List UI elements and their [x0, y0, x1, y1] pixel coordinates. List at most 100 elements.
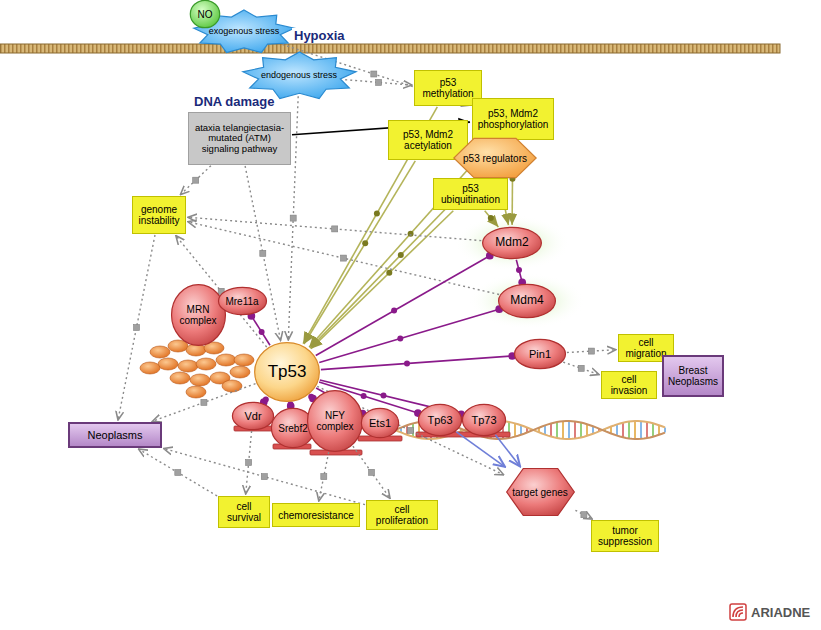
connector-square: [369, 469, 375, 475]
protein-ellipse: MRN complex: [171, 284, 226, 346]
protein-ellipse: Mre11a: [218, 287, 267, 315]
process-box: tumor suppression: [591, 520, 659, 552]
node-label: target genes: [512, 487, 568, 498]
node-label: p53 methylation: [418, 77, 478, 99]
connector: [139, 449, 218, 496]
connector-square: [578, 365, 584, 371]
connector-dot: [386, 270, 392, 276]
stress-star: endogenous stress: [242, 52, 357, 100]
process-box: Neoplasms: [68, 422, 162, 448]
protein-ellipse: Ets1: [361, 408, 399, 438]
process-box: chemoresistance: [272, 503, 360, 527]
connector: [316, 256, 490, 356]
connector: [563, 362, 599, 375]
connector-dot: [408, 231, 414, 237]
connector-square: [175, 470, 181, 476]
process-box: p53, Mdm2 phosphorylation: [472, 98, 554, 140]
connector: [311, 211, 453, 349]
connector: [118, 235, 155, 420]
connector-square: [332, 226, 338, 232]
node-label: cell invasion: [605, 374, 653, 396]
node-label: Tp73: [471, 414, 496, 426]
connector-dot: [263, 396, 269, 402]
connector-square: [290, 215, 296, 221]
pathway-heading: Hypoxia: [292, 28, 347, 43]
process-box: genome instability: [132, 196, 186, 234]
node-label: cell survival: [222, 501, 266, 523]
process-box: cell proliferation: [366, 500, 438, 530]
node-label: Breast Neoplasms: [667, 365, 719, 387]
connector: [319, 452, 329, 501]
connector-square: [201, 399, 207, 405]
connector: [353, 446, 390, 498]
connector-dot: [374, 210, 380, 216]
connector-square: [134, 325, 140, 331]
node-label: exogenous stress: [209, 27, 280, 37]
connector: [345, 80, 412, 85]
node-label: p53 regulators: [463, 153, 527, 164]
protein-circle: NO: [190, 0, 220, 28]
connector-dot: [404, 361, 410, 367]
connector: [575, 510, 592, 519]
connector: [188, 217, 481, 240]
connector-dot: [362, 240, 368, 246]
connector-square: [588, 348, 594, 354]
ribosome-cluster: [140, 340, 254, 398]
node-label: Tp63: [427, 414, 452, 426]
connector-square: [321, 474, 327, 480]
connector: [180, 166, 211, 195]
connector-dot: [398, 252, 404, 258]
protein-circle: Tp53: [254, 342, 320, 402]
connector-square: [581, 512, 587, 518]
process-box: cell invasion: [601, 371, 657, 399]
connector-dot: [381, 393, 387, 399]
connector-square: [376, 79, 382, 85]
connector-dot: [397, 336, 403, 342]
node-label: Mdm4: [510, 294, 543, 307]
protein-ellipse: Mdm2: [482, 227, 542, 259]
connector-dot: [391, 308, 397, 314]
protein-ellipse: Tp73: [462, 404, 506, 436]
node-label: Mre11a: [225, 296, 258, 307]
connector-square: [261, 474, 267, 480]
connector-dot: [516, 267, 522, 273]
node-label: Srebf2: [278, 423, 307, 434]
process-box: p53 ubiquitination: [433, 178, 508, 210]
node-label: p53, Mdm2 acetylation: [392, 129, 464, 151]
ariadne-logo: [730, 604, 746, 620]
connector: [516, 260, 522, 283]
connector: [321, 356, 512, 370]
connector-dot: [361, 393, 367, 399]
process-box: ataxia telangiectasia-mutated (ATM) sign…: [188, 112, 291, 165]
connector: [246, 431, 252, 494]
protein-ellipse: Pin1: [514, 339, 566, 369]
watermark: ARIADNE: [749, 605, 812, 620]
connector-dot: [288, 401, 294, 407]
node-label: Tp53: [268, 363, 307, 382]
node-label: p53, Mdm2 phosphorylation: [476, 108, 550, 130]
node-label: chemoresistance: [278, 510, 354, 521]
connector: [485, 211, 499, 227]
node-label: Pin1: [529, 348, 551, 360]
node-label: Mdm2: [495, 236, 528, 249]
node-label: p53 ubiquitination: [437, 183, 504, 205]
cell-membrane: [0, 44, 780, 53]
connector: [304, 161, 415, 344]
process-box: p53, Mdm2 acetylation: [388, 120, 468, 160]
connector-square: [260, 250, 266, 256]
connector-square: [193, 177, 199, 183]
node-label: cell proliferation: [370, 504, 434, 526]
node-label: Ets1: [369, 417, 391, 429]
connector-square: [246, 460, 252, 466]
node-label: NFY complex: [312, 410, 358, 432]
protein-ellipse: Tp63: [418, 404, 462, 436]
node-label: NO: [198, 9, 213, 20]
group-hexagon: p53 regulators: [453, 138, 537, 178]
connector-dot: [259, 329, 265, 335]
node-label: endogenous stress: [261, 71, 337, 81]
node-label: genome instability: [136, 204, 182, 226]
node-label: Neoplasms: [87, 429, 142, 441]
protein-ellipse: Vdr: [232, 402, 274, 430]
